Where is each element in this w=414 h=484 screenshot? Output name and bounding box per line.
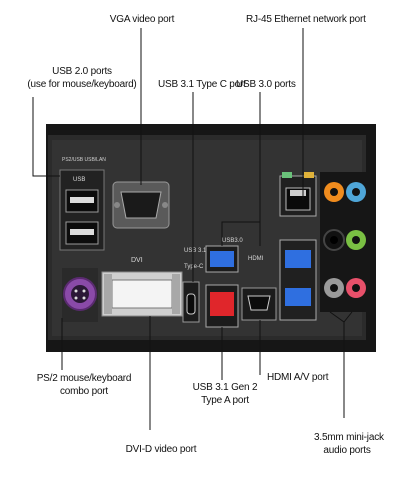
usb30-leader-h: [221, 221, 260, 246]
usb-panel-text: USB: [73, 177, 85, 183]
usb30-panel-text: USB3.0: [222, 238, 243, 244]
label-usb31a-line1: USB 3.1 Gen 2: [192, 382, 258, 393]
rj45-port: [279, 172, 317, 217]
label-dvi: DVI-D video port: [125, 444, 197, 455]
label-usb31a-line2: Type A port: [201, 394, 249, 406]
usb31-gen2-port: [210, 292, 234, 316]
label-usb31c: USB 3.1 Type C port: [158, 79, 246, 90]
usb31-typec-port: [182, 281, 200, 323]
label-usb20-line2: (use for mouse/keyboard): [27, 78, 137, 90]
usb20-leader: [32, 97, 60, 177]
label-vga: VGA video port: [109, 14, 175, 25]
audio-leader-2: [343, 311, 353, 323]
typec-panel-text: Type-C: [184, 264, 204, 270]
label-usb20-line1: USB 2.0 ports: [52, 66, 112, 77]
ps2-port: [62, 268, 98, 322]
label-audio-line1: 3.5mm mini-jack: [314, 432, 384, 443]
dvi-panel-text: DVI: [131, 257, 143, 264]
usb31-panel-text: USB 3.1: [184, 248, 207, 254]
dvi-port: [101, 271, 183, 317]
label-audio-line2: audio ports: [323, 444, 371, 456]
usb30-right-stack: [279, 239, 317, 321]
label-usb20: USB 2.0 ports (use for mouse/keyboard): [27, 66, 137, 91]
audio-jacks: [320, 172, 368, 312]
label-ps2-line2: combo port: [59, 385, 109, 397]
hdmi-port: [241, 287, 277, 321]
vga-port: [112, 181, 170, 229]
label-usb30: USB 3.0 ports: [236, 79, 296, 90]
leader-lines: [32, 28, 353, 430]
label-usb31a: USB 3.1 Gen 2 Type A port: [190, 382, 260, 407]
label-hdmi: HDMI A/V port: [267, 372, 329, 383]
hdmi-panel-text: HDMI: [248, 256, 264, 262]
usb30-left-stack: [205, 245, 239, 328]
label-audio: 3.5mm mini-jack audio ports: [314, 432, 384, 457]
panel-top-text: PS2/USB USB/LAN: [62, 157, 106, 163]
label-rj45: RJ-45 Ethernet network port: [246, 14, 366, 25]
label-ps2: PS/2 mouse/keyboard combo port: [34, 373, 134, 398]
usb20-stack: USB: [59, 169, 105, 251]
label-ps2-line1: PS/2 mouse/keyboard: [36, 373, 132, 384]
